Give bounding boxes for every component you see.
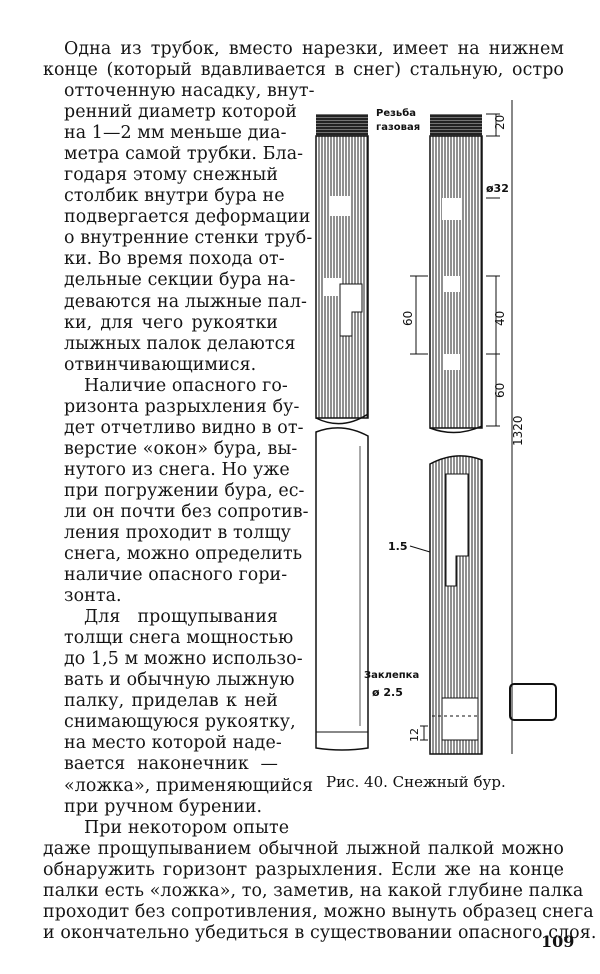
text-line: вается наконечник — [64, 754, 278, 774]
text-line: наличие опасного гори- [64, 565, 288, 585]
text-line: и окончательно убедиться в существовании… [43, 923, 597, 943]
plain-tube-section [315, 427, 369, 751]
label-cap-diameter: ø 2.5 [372, 686, 403, 699]
text-line: конце (который вдавливается в снег) стал… [43, 60, 564, 80]
label-diameter: ø32 [486, 182, 509, 195]
text-line: нутого из снега. Но уже [64, 460, 290, 480]
right-tube-lower [429, 455, 483, 755]
text-line: при ручном бурении. [64, 797, 263, 817]
text-line: палку, приделав к ней [64, 691, 278, 711]
text-line: ренний диаметр которой [64, 102, 297, 122]
text-line: толщи снега мощностью [64, 628, 294, 648]
text-line: подвергается деформации [64, 207, 311, 227]
text-line: Наличие опасного го- [84, 376, 288, 396]
text-line: дет отчетливо видно в от- [64, 418, 304, 438]
text-line: отточенную насадку, внут- [64, 81, 315, 101]
text-line: Одна из трубок, вместо нарезки, имеет на… [64, 39, 564, 59]
text-line: лыжных палок делаются [64, 334, 296, 354]
text-line: обнаружить горизонт разрыхления. Если же… [43, 860, 564, 880]
text-line: на 1—2 мм меньше диа- [64, 123, 287, 143]
right-tube-upper [429, 114, 483, 434]
text-line: «ложка», применяющийся [64, 776, 314, 796]
text-line: деваются на лыжные пал- [64, 292, 307, 312]
text-line: при погружении бура, ес- [64, 481, 305, 501]
text-line: палки есть «ложка», то, заметив, на како… [43, 881, 584, 901]
text-line: до 1,5 м можно использо- [64, 649, 303, 669]
dim-1320: 1320 [511, 415, 525, 446]
label-thread: Резьба [376, 107, 416, 119]
text-line: годаря этому снежный [64, 165, 279, 185]
text-line: снимающуюся рукоятку, [64, 712, 296, 732]
dimension-lines [409, 100, 513, 754]
text-line: Для прощупывания [84, 607, 278, 627]
text-line: ризонта разрыхления бу- [64, 397, 300, 417]
text-line: дельные секции бура на- [64, 270, 296, 290]
text-line: зонта. [64, 586, 122, 606]
page-number: 109 [541, 932, 575, 951]
text-line: столбик внутри бура не [64, 186, 285, 206]
text-line: ки, для чего рукоятки [64, 313, 278, 333]
dim-60-left: 60 [401, 311, 415, 326]
dim-12: 12 [408, 728, 421, 742]
dim-60-right: 60 [493, 383, 507, 398]
text-line: о внутренние стенки труб- [64, 228, 313, 248]
dim-20: 20 [493, 115, 507, 130]
tip-cap [509, 683, 557, 721]
text-line: даже прощупыванием обычной лыжной палкой… [43, 839, 564, 859]
left-tube-section [315, 114, 369, 425]
text-line: При некотором опыте [84, 818, 290, 838]
figure-caption: Рис. 40. Снежный бур. [326, 773, 506, 791]
text-line: снега, можно определить [64, 544, 303, 564]
text-line: метра самой трубки. Бла- [64, 144, 304, 164]
text-line: отвинчивающимися. [64, 355, 257, 375]
label-thread-2: газовая [376, 122, 420, 133]
text-line: ления проходит в толщу [64, 523, 291, 543]
text-line: вать и обычную лыжную [64, 670, 295, 690]
text-line: верстие «окон» бура, вы- [64, 439, 298, 459]
dim-40: 40 [493, 311, 507, 326]
text-line: на место которой наде- [64, 733, 282, 753]
dim-1-5: 1.5 [388, 540, 408, 553]
text-line: проходит без сопротивления, можно вынуть… [43, 902, 594, 922]
text-line: ки. Во время похода от- [64, 249, 285, 269]
snow-drill-figure: Резьба газовая ø32 20 60 40 60 1320 1.5 … [315, 100, 557, 755]
label-cap: Заклепка [364, 670, 419, 681]
text-line: ли он почти без сопротив- [64, 502, 309, 522]
